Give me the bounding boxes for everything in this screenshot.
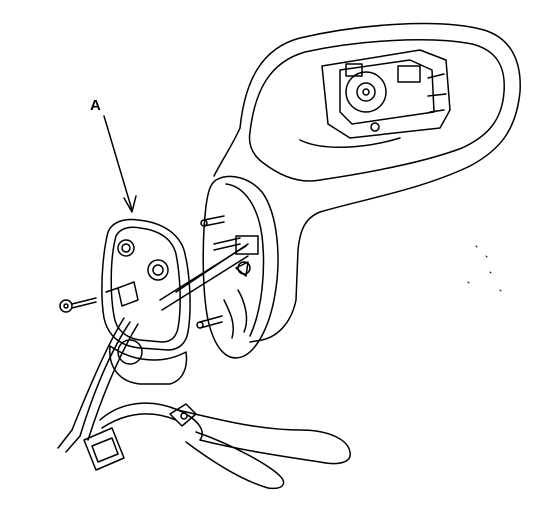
wire-leads xyxy=(57,317,139,453)
surface-stipple xyxy=(467,245,502,292)
screw xyxy=(59,297,97,313)
callout-leader xyxy=(103,115,137,213)
mounting-studs xyxy=(196,215,259,329)
connector-plug xyxy=(83,427,125,471)
pliers xyxy=(99,402,351,490)
callout-label-a: A xyxy=(90,97,101,114)
plate-connector xyxy=(105,281,139,307)
mirror-base xyxy=(202,175,279,359)
cover-plate xyxy=(101,218,191,385)
mirror-actuator xyxy=(321,49,451,139)
wire-harness xyxy=(159,243,249,311)
mirror-housing xyxy=(213,22,521,343)
